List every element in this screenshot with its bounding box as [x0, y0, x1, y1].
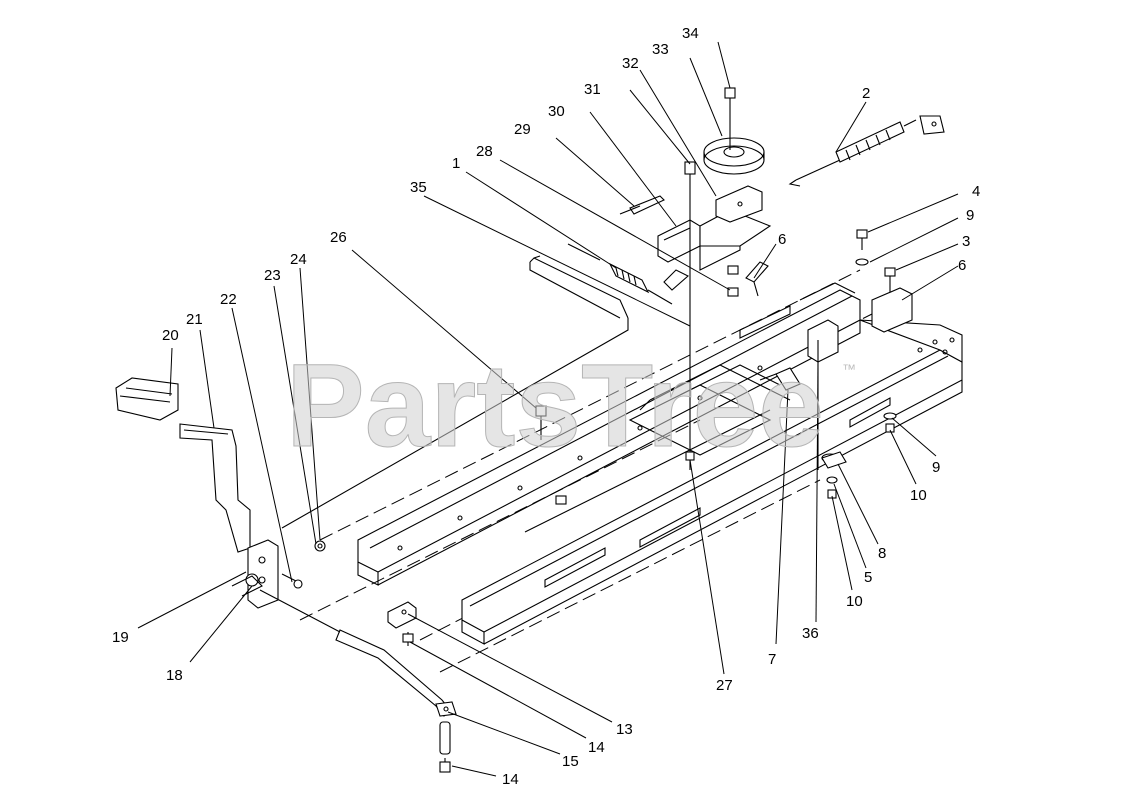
callout-35: 35: [410, 179, 427, 196]
callout-8: 8: [878, 545, 886, 562]
callout-2: 2: [862, 85, 870, 102]
rod-29: [619, 195, 665, 215]
bracket-28: [663, 269, 689, 291]
hardware-stack-8-5-10: [821, 451, 847, 499]
linkage-rod-35: [529, 255, 629, 319]
callout-29: 29: [514, 121, 531, 138]
pin-6-left: [745, 261, 769, 297]
watermark-text: PartsTree: [286, 340, 824, 472]
right-frame-rail: [461, 319, 963, 645]
misc-nut: [555, 495, 567, 505]
bracket-6-right: [871, 287, 913, 333]
callout-27: 27: [716, 677, 733, 694]
pedal-arm: [179, 423, 251, 553]
callout-13: 13: [616, 721, 633, 738]
pedal-pad: [115, 377, 179, 421]
shaft-7: [759, 367, 801, 391]
callout-4: 4: [972, 183, 980, 200]
idler-arm-plate: [699, 209, 772, 271]
brake-rod: [259, 589, 451, 717]
pedal-bolt-22: [281, 573, 303, 589]
callout-22: 22: [220, 291, 237, 308]
bolt-14-bottom: [439, 758, 451, 773]
leader-lines: [137, 41, 959, 777]
callout-5: 5: [864, 569, 872, 586]
callout-36: 36: [802, 625, 819, 642]
spring-1: [567, 243, 673, 305]
bolt-14-upper: [402, 632, 414, 646]
left-frame-rail: [357, 282, 861, 586]
callout-10-lower: 10: [846, 593, 863, 610]
callout-9-bottom: 9: [932, 459, 940, 476]
cross-member: [628, 364, 791, 456]
rod-clevis-15: [435, 701, 457, 717]
callout-30: 30: [548, 103, 565, 120]
callout-3: 3: [962, 233, 970, 250]
callout-34: 34: [682, 25, 699, 42]
callout-21: 21: [186, 311, 203, 328]
callout-23: 23: [264, 267, 281, 284]
callout-20: 20: [162, 327, 179, 344]
callout-14-bottom: 14: [502, 771, 519, 788]
washer-23: [314, 540, 326, 552]
callout-9-top: 9: [966, 207, 974, 224]
callout-15: 15: [562, 753, 579, 770]
spring-2: [788, 115, 945, 187]
callout-6-left: 6: [778, 231, 786, 248]
callout-28: 28: [476, 143, 493, 160]
spacer-15: [439, 721, 451, 755]
callout-6-right: 6: [958, 257, 966, 274]
callout-10-right: 10: [910, 487, 927, 504]
callout-19: 19: [112, 629, 129, 646]
callout-31: 31: [584, 81, 601, 98]
washer-9-top: [855, 258, 869, 266]
callout-labels: 34 33 32 2 31 30 29 28 1 35 4 9 6 3 6 26…: [112, 25, 980, 788]
bolt-31: [684, 161, 696, 340]
callout-14-upper: 14: [588, 739, 605, 756]
bracket-32: [715, 185, 763, 223]
pedal-bracket: [231, 539, 279, 609]
callout-32: 32: [622, 55, 639, 72]
callout-18: 18: [166, 667, 183, 684]
callout-1: 1: [452, 155, 460, 172]
bracket-13: [387, 601, 417, 629]
nut-31-lower: [727, 265, 739, 297]
idler-pulley-33: [703, 137, 765, 175]
callout-7: 7: [768, 651, 776, 668]
bolt-34: [724, 87, 736, 150]
callout-24: 24: [290, 251, 307, 268]
plate-30: [657, 219, 701, 263]
callout-33: 33: [652, 41, 669, 58]
bolt-4: [856, 229, 868, 250]
nut-26: [535, 405, 547, 440]
callout-26: 26: [330, 229, 347, 246]
watermark-trademark: ™: [842, 361, 856, 377]
hardware-stack-9-10: [883, 412, 897, 433]
